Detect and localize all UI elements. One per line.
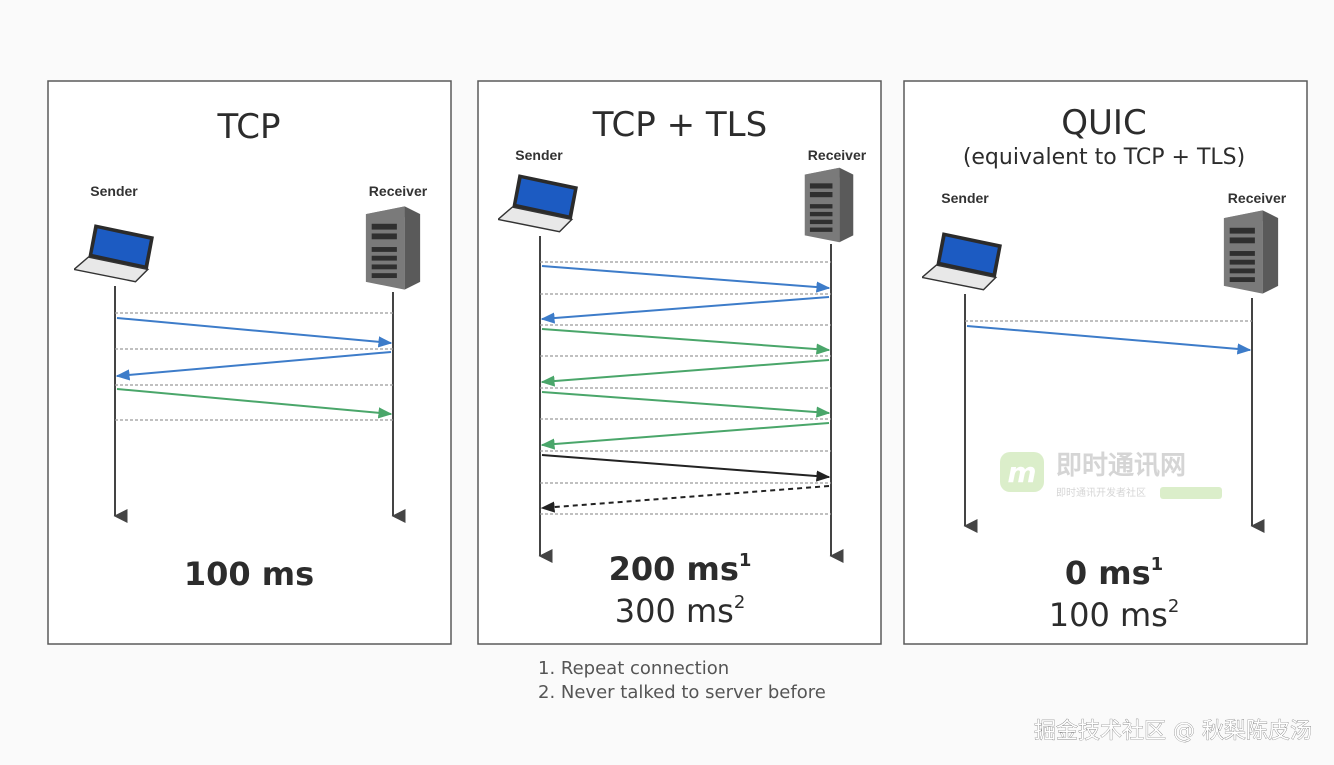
svg-text:m: m — [1007, 456, 1036, 489]
panel-tcp-tls: TCP + TLS Sender Receiver 200 ms1 300 ms… — [477, 80, 882, 645]
latency-primary: 200 ms1 — [609, 550, 752, 588]
message-arrow — [541, 391, 831, 418]
panel-quic: QUIC (equivalent to TCP + TLS) Sender Re… — [903, 80, 1308, 645]
message-arrow-dashed — [540, 485, 830, 513]
panel-title: QUIC — [1061, 103, 1146, 143]
panel-frame — [903, 80, 1308, 645]
server-icon — [1223, 210, 1279, 294]
message-arrow — [116, 388, 393, 419]
server-icon — [804, 167, 854, 243]
logo-icon — [1000, 452, 1044, 492]
latency-primary: 0 ms1 — [1065, 554, 1163, 592]
message-arrow — [116, 317, 393, 348]
latency-secondary: 300 ms2 — [615, 592, 746, 630]
message-arrow — [541, 454, 831, 482]
receiver-label: Receiver — [1228, 190, 1287, 206]
receiver-label: Receiver — [808, 147, 867, 163]
message-arrow — [115, 351, 392, 381]
panel-title: TCP + TLS — [592, 105, 767, 145]
footnote-2: 2. Never talked to server before — [538, 682, 826, 703]
footnote-1: 1. Repeat connection — [538, 658, 729, 679]
message-arrow — [540, 359, 830, 387]
logo-name: 即时通讯网 — [1056, 451, 1186, 481]
latency-primary: 100 ms — [184, 555, 314, 593]
sender-label: Sender — [90, 183, 138, 199]
sender-label: Sender — [515, 147, 563, 163]
logo-tagline: 即时通讯开发者社区 — [1056, 486, 1146, 499]
receiver-label: Receiver — [369, 183, 428, 199]
panel-subtitle: (equivalent to TCP + TLS) — [963, 145, 1245, 170]
message-arrow — [540, 296, 830, 324]
server-icon — [365, 206, 421, 290]
watermark-logo: m 即时通讯网 即时通讯开发者社区 — [1000, 451, 1222, 499]
sender-label: Sender — [941, 190, 989, 206]
panel-title: TCP — [216, 107, 280, 147]
footnotes: 1. Repeat connection 2. Never talked to … — [538, 658, 826, 703]
message-arrow — [966, 325, 1252, 355]
message-arrow — [540, 422, 830, 450]
watermark-text: 掘金技术社区 @ 秋梨陈皮汤 — [1034, 719, 1312, 744]
message-arrow — [541, 328, 831, 355]
latency-secondary: 100 ms2 — [1049, 596, 1180, 634]
message-arrow — [541, 265, 831, 293]
panel-tcp: TCP Sender Receiver 100 ms — [47, 80, 452, 645]
